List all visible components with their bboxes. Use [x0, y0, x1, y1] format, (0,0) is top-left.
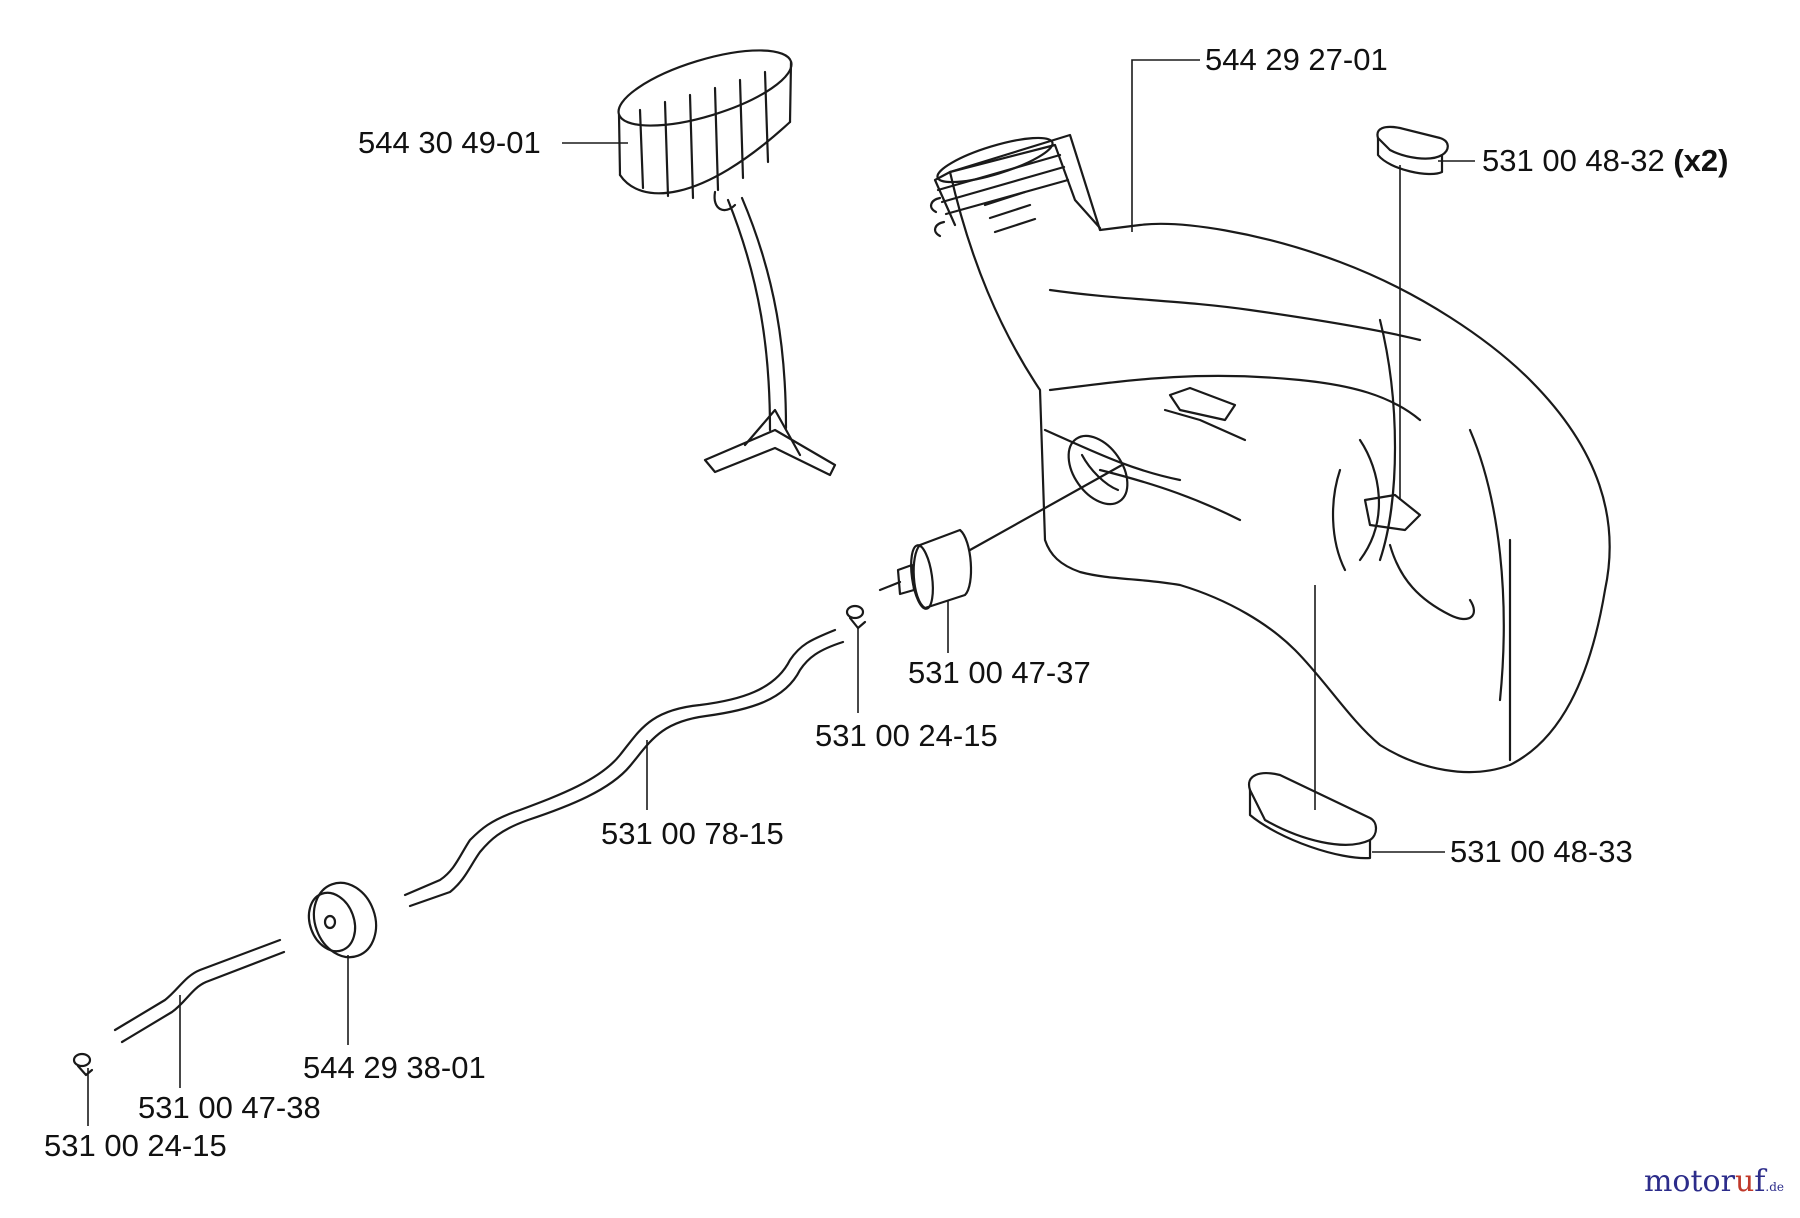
fuel-tank: [930, 133, 1611, 774]
label-cap: 544 30 49-01: [358, 125, 541, 160]
label-pad-top-number: 531 00 48-32: [1482, 143, 1665, 178]
label-filter: 531 00 47-37: [908, 655, 1091, 690]
fuel-hose-long-outline: [408, 640, 845, 908]
hose-clamp-upper: [845, 604, 867, 630]
motoruf-logo: motoruf.de: [1644, 1164, 1784, 1199]
label-pad-top-qty: (x2): [1673, 143, 1729, 178]
fuel-filter: [878, 528, 973, 610]
label-pad-bottom: 531 00 48-33: [1450, 834, 1633, 869]
label-pad-top: 531 00 48-32 (x2): [1482, 145, 1728, 176]
logo-text-end: f: [1754, 1164, 1766, 1199]
label-hose-long: 531 00 78-15: [601, 816, 784, 851]
label-grommet: 544 29 38-01: [303, 1050, 486, 1085]
filter-pickup-line: [968, 463, 1124, 552]
logo-text-main: motor: [1643, 1164, 1735, 1199]
logo-text-tld: .de: [1765, 1180, 1784, 1194]
rubber-pad-top: [1376, 125, 1449, 176]
rubber-pad-bottom: [1247, 772, 1378, 860]
fuel-hose-short-outline: [120, 950, 286, 1044]
leader-tank: [1131, 59, 1200, 232]
label-tank: 544 29 27-01: [1205, 42, 1388, 77]
label-hose-short: 531 00 47-38: [138, 1090, 321, 1125]
tank-cap: [617, 49, 837, 477]
hose-clamp-lower: [72, 1052, 94, 1077]
label-clamp-upper: 531 00 24-15: [815, 718, 998, 753]
fuel-hose-short: [113, 938, 282, 1032]
logo-text-accent: u: [1734, 1164, 1755, 1199]
tank-grommet: [307, 881, 378, 959]
fuel-hose-long: [403, 628, 837, 897]
label-clamp-lower: 531 00 24-15: [44, 1128, 227, 1163]
